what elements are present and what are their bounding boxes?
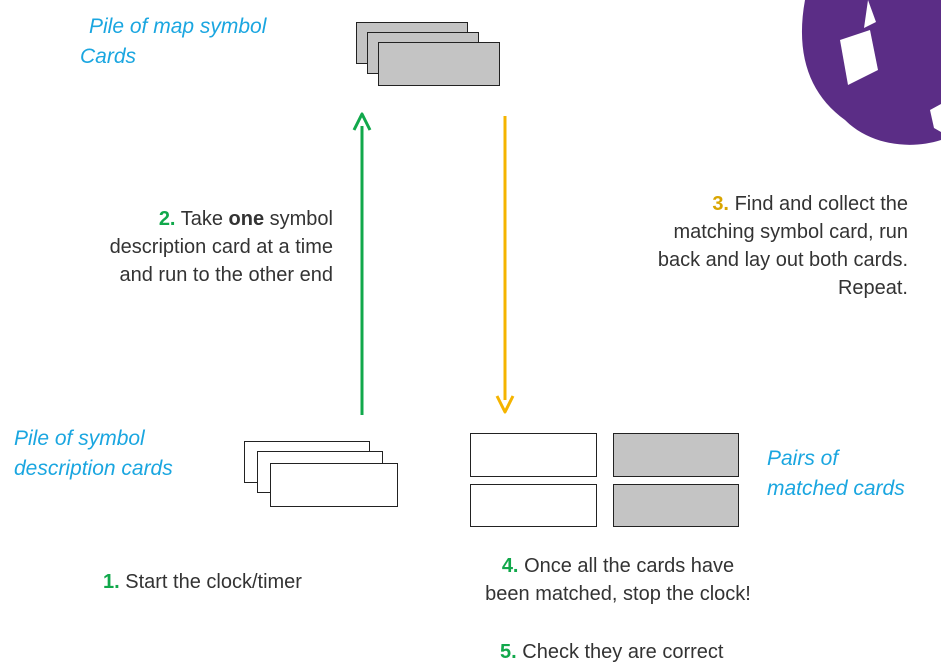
label-matched-pairs: Pairs of matched cards xyxy=(767,444,905,504)
step-4-number: 4. xyxy=(502,555,519,577)
matched-card-symbol-2 xyxy=(613,484,739,527)
step-5-number: 5. xyxy=(500,641,517,663)
step-2-bold: one xyxy=(229,208,265,230)
arrow-down-icon xyxy=(497,116,513,412)
step-4-line-1: 4. Once all the cards have xyxy=(468,552,768,580)
label-line: Pairs of xyxy=(767,444,905,474)
step-2-line-2: description card at a time xyxy=(110,233,333,261)
label-line: matched cards xyxy=(767,474,905,504)
step-3-line-2: matching symbol card, run xyxy=(658,218,908,246)
step-4-first: Once all the cards have xyxy=(524,555,734,577)
step-3-line-1: 3. Find and collect the xyxy=(658,190,908,218)
step-5: 5. Check they are correct xyxy=(500,638,723,666)
matched-card-symbol-1 xyxy=(613,433,739,477)
step-2-post: symbol xyxy=(270,208,333,230)
step-3-line-4: Repeat. xyxy=(658,274,908,302)
label-description-pile: Pile of symbol description cards xyxy=(14,424,173,484)
label-line: description cards xyxy=(14,454,173,484)
step-1: 1. Start the clock/timer xyxy=(103,568,302,596)
step-3-first: Find and collect the xyxy=(735,193,908,215)
step-2-pre: Take xyxy=(181,208,223,230)
desc-card-3 xyxy=(270,463,398,507)
arrow-up-icon xyxy=(354,114,370,415)
step-3: 3. Find and collect the matching symbol … xyxy=(658,190,908,302)
step-3-line-3: back and lay out both cards. xyxy=(658,246,908,274)
matched-card-desc-2 xyxy=(470,484,597,527)
step-2: 2. Take one symbol description card at a… xyxy=(110,205,333,289)
step-1-number: 1. xyxy=(103,571,120,593)
step-2-line-3: and run to the other end xyxy=(110,261,333,289)
step-2-number: 2. xyxy=(159,208,176,230)
step-2-line-1: 2. Take one symbol xyxy=(110,205,333,233)
step-4-line-2: been matched, stop the clock! xyxy=(468,580,768,608)
step-4: 4. Once all the cards have been matched,… xyxy=(468,552,768,608)
step-3-number: 3. xyxy=(712,193,729,215)
step-1-text: Start the clock/timer xyxy=(125,571,302,593)
matched-card-desc-1 xyxy=(470,433,597,477)
step-5-text: Check they are correct xyxy=(522,641,723,663)
label-line: Pile of symbol xyxy=(14,424,173,454)
